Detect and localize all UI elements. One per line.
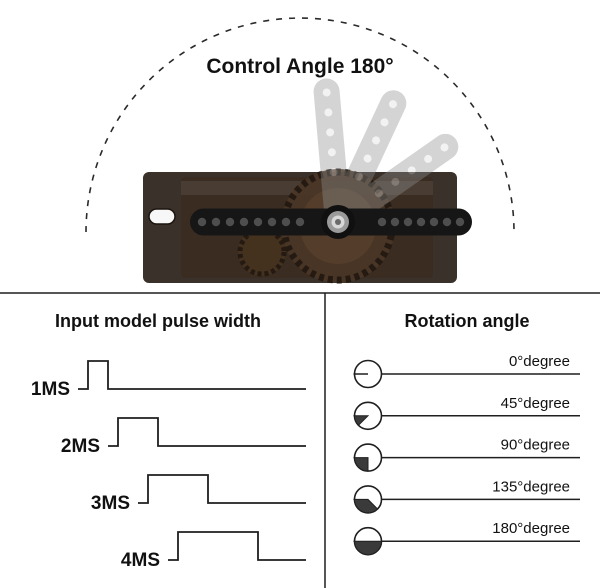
pulse-row: 2MS bbox=[61, 417, 306, 457]
rotation-row: 180°degree bbox=[353, 520, 580, 556]
horn-holes bbox=[197, 217, 465, 227]
rotation-wedge bbox=[353, 540, 383, 556]
rotation-label: 180°degree bbox=[492, 520, 570, 537]
pulse-label: 4MS bbox=[121, 550, 160, 571]
pulse-panel-heading: Input model pulse width bbox=[55, 311, 261, 331]
rotation-label: 90°degree bbox=[501, 437, 570, 454]
rotation-label: 45°degree bbox=[501, 395, 570, 412]
pulse-label: 3MS bbox=[91, 493, 130, 514]
pulse-row: 1MS bbox=[31, 360, 306, 400]
servo-gear-small bbox=[238, 228, 286, 276]
rotation-panel-heading: Rotation angle bbox=[405, 311, 530, 331]
rotation-label: 135°degree bbox=[492, 478, 570, 495]
pulse-waveform bbox=[78, 360, 306, 390]
rotation-row: 90°degree bbox=[353, 437, 580, 472]
rotation-wedge bbox=[353, 415, 370, 427]
pulse-waveform bbox=[138, 474, 306, 504]
pulse-label: 2MS bbox=[61, 436, 100, 457]
rotation-row: 135°degree bbox=[353, 478, 580, 514]
diagram-title: Control Angle 180° bbox=[206, 55, 393, 78]
pulse-row: 4MS bbox=[121, 531, 306, 571]
rotation-row: 45°degree bbox=[353, 395, 580, 431]
rotation-wedge bbox=[353, 498, 379, 514]
mounting-slot bbox=[148, 208, 176, 225]
servo-gear-small-teeth bbox=[237, 227, 287, 277]
rotation-label: 0°degree bbox=[509, 353, 570, 370]
control-angle-arc bbox=[85, 17, 515, 233]
pulse-waveforms: 1MS 2MS 3MS 4MS bbox=[31, 360, 306, 571]
servo-motor-illustration bbox=[143, 78, 472, 284]
servo-horn bbox=[190, 205, 472, 239]
rotation-angle-rows: 0°degree 45°degree 90°degree 135°degree 180°… bbox=[353, 353, 580, 556]
pulse-row: 3MS bbox=[91, 474, 306, 514]
horn-hub-center bbox=[335, 219, 341, 225]
rotation-wedge bbox=[353, 457, 369, 472]
pulse-waveform bbox=[168, 531, 306, 561]
rotation-row: 0°degree bbox=[353, 353, 580, 389]
pulse-label: 1MS bbox=[31, 379, 70, 400]
pulse-waveform bbox=[108, 417, 306, 447]
